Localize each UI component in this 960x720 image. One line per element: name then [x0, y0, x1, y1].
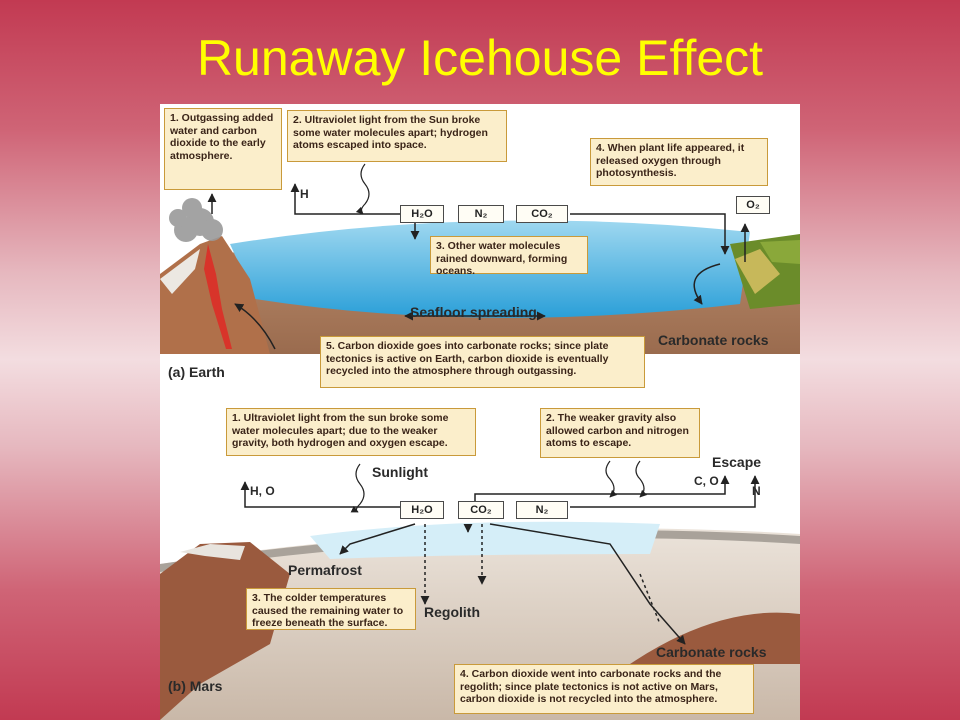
earth-gas-co2: CO₂	[516, 205, 568, 223]
earth-panel-label: (a) Earth	[168, 364, 225, 380]
mars-gas-h2o: H₂O	[400, 501, 444, 519]
mars-label-co: C, O	[694, 474, 719, 488]
mars-label-permafrost: Permafrost	[288, 562, 362, 578]
earth-gas-h2o: H₂O	[400, 205, 444, 223]
mars-note-3: 3. The colder temperatures caused the re…	[246, 588, 416, 630]
earth-note-4: 4. When plant life appeared, it released…	[590, 138, 768, 186]
earth-label-h: H	[300, 187, 309, 201]
mars-label-carbonate: Carbonate rocks	[656, 644, 767, 660]
mars-label-regolith: Regolith	[424, 604, 480, 620]
volcano-smoke	[169, 198, 223, 242]
earth-vegetation	[730, 234, 800, 309]
diagram-panel: 1. Outgassing added water and carbon dio…	[160, 104, 800, 720]
mars-label-ho: H, O	[250, 484, 275, 498]
mars-gas-n2: N₂	[516, 501, 568, 519]
mars-mountain	[160, 542, 290, 720]
earth-volcano	[160, 198, 270, 354]
earth-note-2: 2. Ultraviolet light from the Sun broke …	[287, 110, 507, 162]
earth-gas-o2: O₂	[736, 196, 770, 214]
earth-gas-n2: N₂	[458, 205, 504, 223]
mars-ice-layer	[310, 521, 660, 559]
slide-title: Runaway Icehouse Effect	[196, 30, 764, 86]
earth-note-5: 5. Carbon dioxide goes into carbonate ro…	[320, 336, 645, 388]
mars-note-2: 2. The weaker gravity also allowed carbo…	[540, 408, 700, 458]
earth-label-seafloor: Seafloor spreading	[410, 304, 537, 320]
mars-label-n: N	[752, 484, 761, 498]
mars-gas-co2: CO₂	[458, 501, 504, 519]
mars-label-sunlight: Sunlight	[372, 464, 428, 480]
earth-note-1: 1. Outgassing added water and carbon dio…	[164, 108, 282, 190]
earth-note-3: 3. Other water molecules rained downward…	[430, 236, 588, 277]
earth-label-carbonate: Carbonate rocks	[658, 332, 769, 348]
mars-note-1: 1. Ultraviolet light from the sun broke …	[226, 408, 476, 456]
mars-note-4: 4. Carbon dioxide went into carbonate ro…	[454, 664, 754, 714]
mars-carbonate-mound	[630, 612, 800, 664]
mars-panel-label: (b) Mars	[168, 678, 223, 694]
mars-label-escape: Escape	[712, 454, 762, 470]
